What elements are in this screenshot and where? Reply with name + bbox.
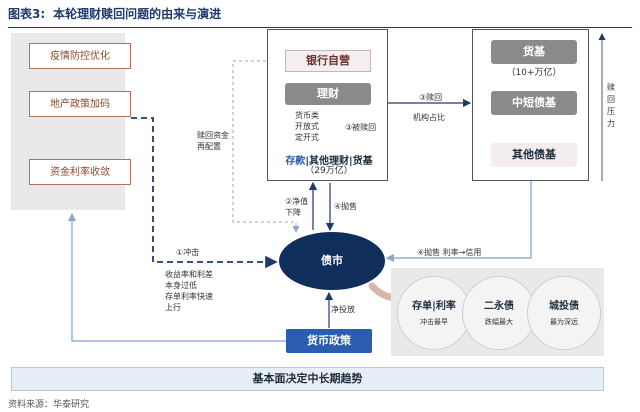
figure-title: 图表3: 本轮理财赎回问题的由来与演进 xyxy=(8,5,632,28)
composition-label: 存款|其他理财|货基 xyxy=(271,152,387,167)
money-fund-box: 货基 xyxy=(491,40,577,64)
composition-rest-label: |其他理财|货基 xyxy=(305,156,373,167)
shock-arrow xyxy=(131,117,278,269)
credit-sell-arrow xyxy=(385,181,532,263)
venn-perpetual-bond-title: 二永债 xyxy=(484,301,514,312)
redeem-flow-label: ③赎回 xyxy=(419,93,443,102)
figure-label: 图表3: xyxy=(8,7,46,21)
spread-explanation: 收益率和利差 本身过低 存单利率快速 上行 xyxy=(165,270,213,312)
short-bond-fund-box: 中短债基 xyxy=(491,91,577,115)
bond-market-node: 债市 xyxy=(279,232,385,290)
wealth-size-label: （29万亿） xyxy=(305,166,353,176)
deposit-label: 存款 xyxy=(285,156,306,167)
venn-lgfv-bond-title: 城投债 xyxy=(549,301,579,312)
reallocation-label: 赎回资金 再配置 xyxy=(197,131,229,151)
feedback-arrow xyxy=(67,212,286,342)
other-bond-fund-box: 其他债基 xyxy=(491,143,577,167)
factor-funding-rate: 资金利率收敛 xyxy=(29,159,131,185)
venn-perpetual-bond: 二永债 跌幅最大 xyxy=(462,276,536,350)
venn-cd-rate-title: 存单|利率 xyxy=(412,301,456,312)
source-note: 资料来源：华泰研究 xyxy=(8,400,90,410)
wealth-types-label: 货币类 开放式 定开式 xyxy=(295,111,319,142)
nav-drop-label: ②净值 下降 xyxy=(285,197,309,217)
shock-label: ①冲击 xyxy=(176,248,200,257)
fundamentals-bar: 基本面决定中长期趋势 xyxy=(11,367,604,391)
factor-property: 地产政策加码 xyxy=(29,91,131,117)
monetary-policy-box: 货币政策 xyxy=(286,329,372,353)
venn-cd-rate: 存单|利率 冲击最早 xyxy=(397,276,471,350)
venn-lgfv-bond-sub: 最为深远 xyxy=(550,318,578,326)
rate-to-credit-label: ④抛售 利率→信用 xyxy=(417,248,482,257)
venn-perpetual-bond-sub: 跌幅最大 xyxy=(485,318,513,326)
factor-epidemic: 疫情防控优化 xyxy=(29,43,131,69)
venn-lgfv-bond: 城投债 最为深远 xyxy=(527,276,601,350)
institution-share-label: 机构占比 xyxy=(413,113,445,122)
reallocation-arrow xyxy=(232,60,300,233)
bank-proprietary-box: 银行自营 xyxy=(285,50,371,72)
sell-label: ④抛售 xyxy=(334,202,358,211)
net-injection-label: 净投放 xyxy=(331,305,355,314)
figure-title-text: 本轮理财赎回问题的由来与演进 xyxy=(53,7,222,21)
wealth-product-box: 理财 xyxy=(285,83,371,105)
redeemed-label: ③被赎回 xyxy=(345,123,377,132)
redemption-pressure-label: 赎回压力 xyxy=(607,83,615,128)
venn-cd-rate-sub: 冲击最早 xyxy=(420,318,448,326)
money-fund-size: （10+万亿） xyxy=(506,68,562,78)
